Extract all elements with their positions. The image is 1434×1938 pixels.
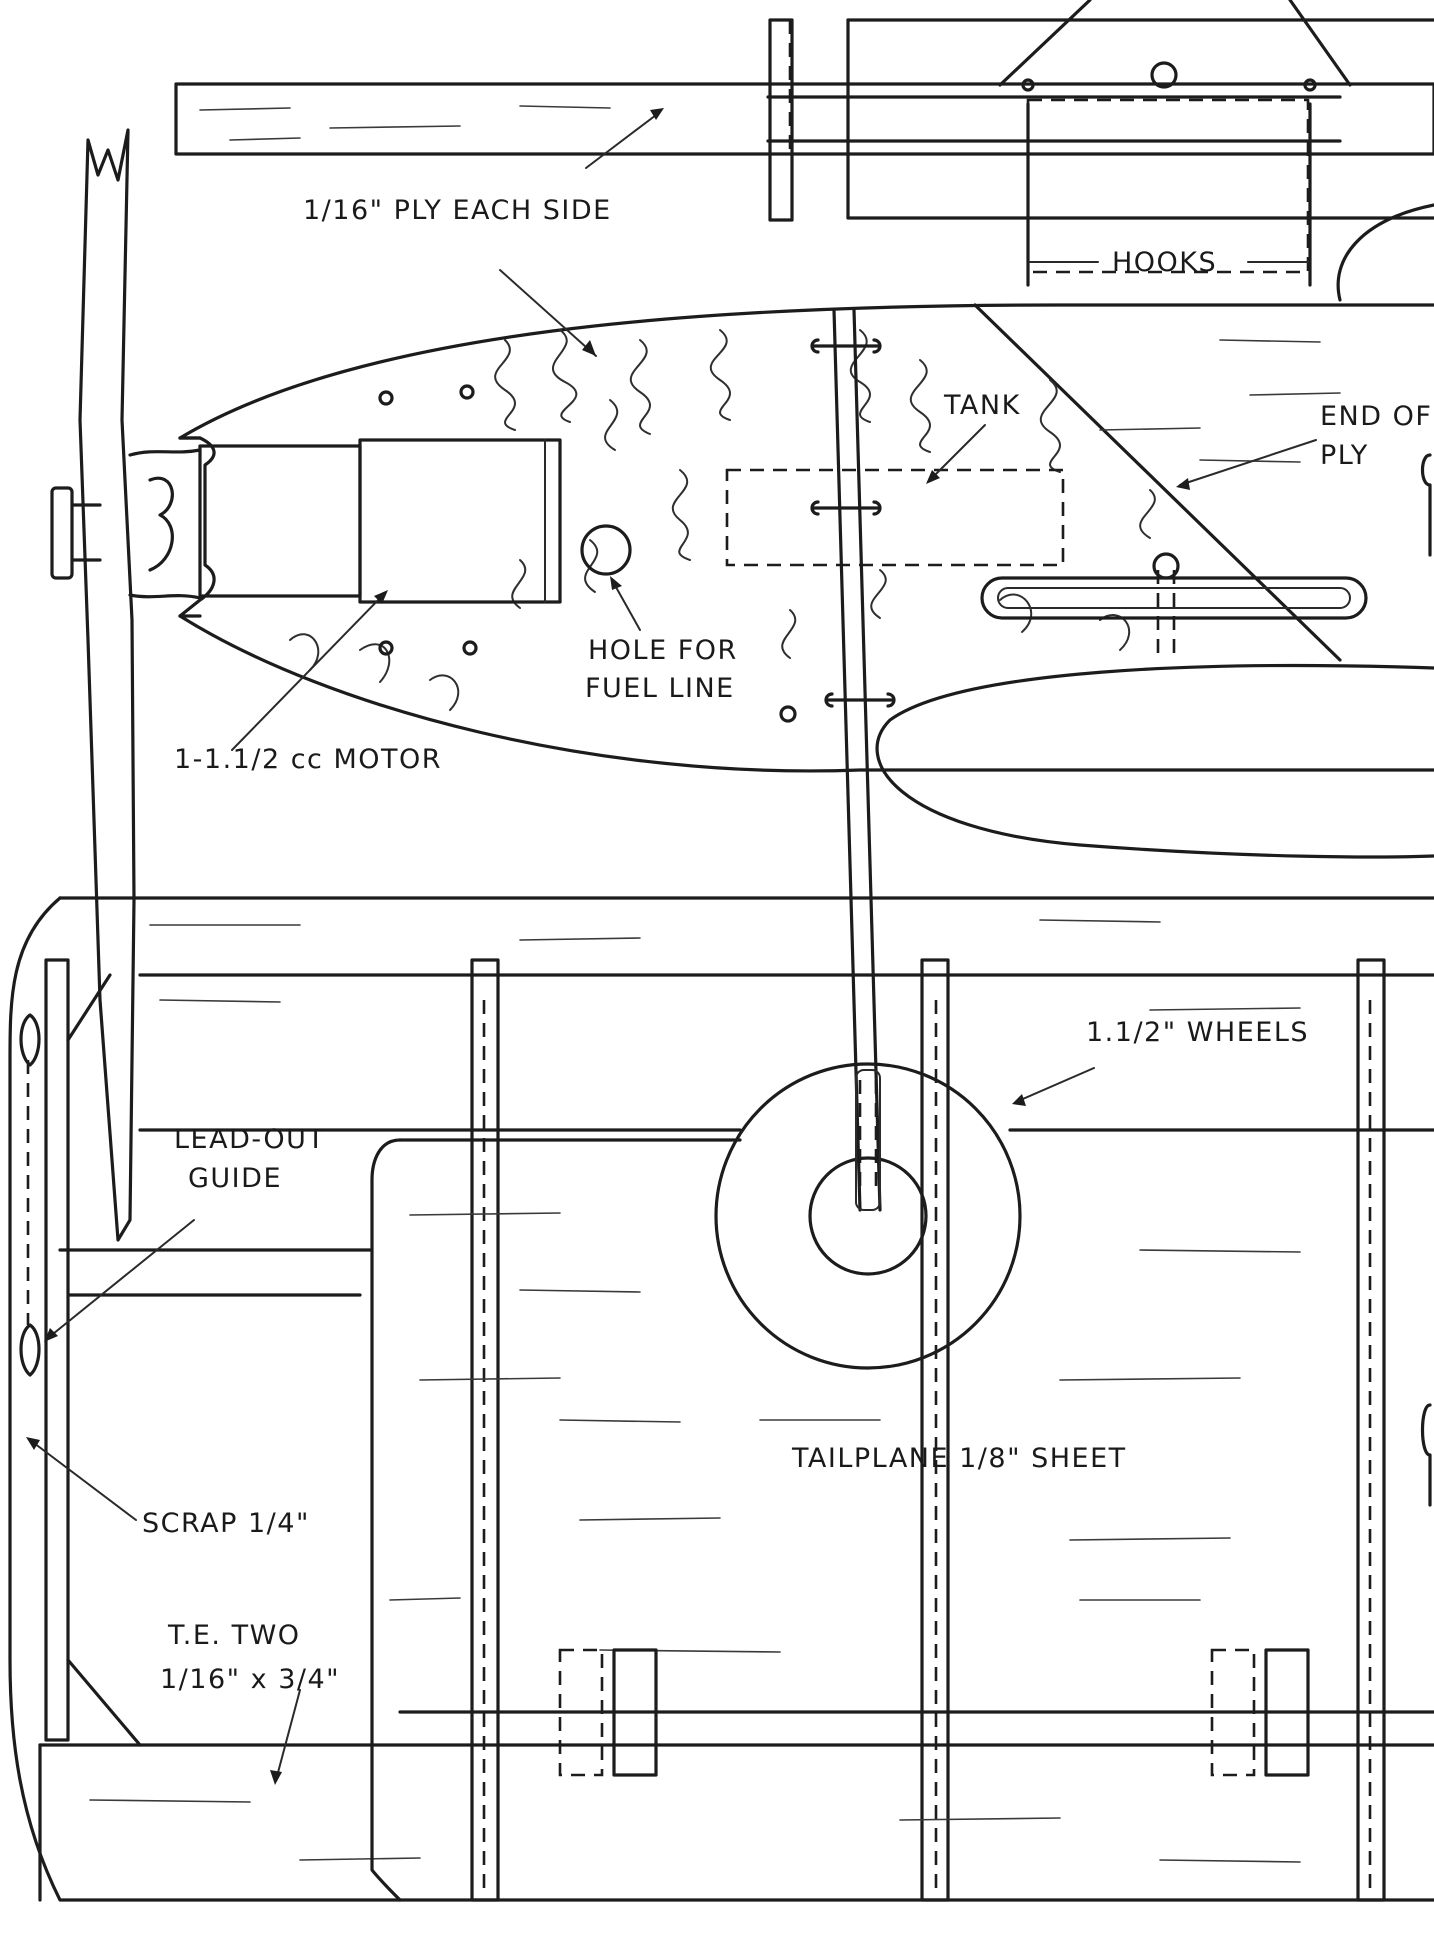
hole-for-fuel-line-label-line1: HOLE FOR	[588, 635, 738, 666]
clip-icon	[1420, 453, 1432, 557]
bolt-hole-icon	[779, 705, 797, 723]
tank-label: TANK	[943, 390, 1021, 421]
bellcrank-slot	[980, 552, 1368, 660]
bolt-hole-icon	[378, 640, 394, 656]
prop-nut-icon	[50, 486, 74, 580]
leader-lines	[26, 108, 1317, 1785]
bolt-hole-icon	[459, 384, 475, 400]
hooks-label: HOOKS	[1112, 247, 1217, 278]
motor-mount	[128, 436, 562, 618]
fuel-line-hole	[580, 524, 632, 576]
end-of-ply-label-line2: PLY	[1320, 440, 1369, 471]
bolt-hole-icon	[462, 640, 478, 656]
lead-out-guide-icon	[19, 1013, 41, 1067]
tailplane-label: TAILPLANE 1/8" SHEET	[791, 1443, 1127, 1474]
wing-plan	[8, 896, 1434, 1902]
motor-label: 1-1.1/2 cc MOTOR	[174, 744, 442, 775]
spar-post	[768, 18, 794, 222]
fuselage-ply-side	[178, 303, 1434, 773]
wheel	[714, 1062, 1022, 1370]
scrap-label: SCRAP 1/4"	[142, 1508, 310, 1539]
tailplane-sheet	[370, 1138, 1434, 1902]
fuel-tank	[725, 468, 1065, 567]
lead-out-guide-label-line2: GUIDE	[188, 1163, 282, 1194]
hook-eye-icon	[1150, 61, 1178, 89]
end-of-ply-label-line1: END OF	[1320, 401, 1432, 432]
wheels-label: 1.1/2" WHEELS	[1086, 1017, 1309, 1048]
bolt-hole-icon	[378, 390, 394, 406]
top-spar	[174, 82, 1434, 156]
lead-out-guide-icon	[19, 1323, 41, 1377]
top-box	[846, 0, 1434, 287]
canopy-curve	[1336, 203, 1434, 302]
te-label-line2: 1/16" x 3/4"	[160, 1664, 340, 1695]
clip-icon	[1420, 1403, 1432, 1507]
ply-each-side-label: 1/16" PLY EACH SIDE	[303, 195, 612, 226]
bolt-holes	[378, 384, 797, 723]
wing-section	[875, 663, 1434, 859]
lead-out-guide-label-line1: LEAD-OUT	[174, 1124, 325, 1155]
propeller	[50, 128, 136, 1242]
undercarriage-leg	[810, 308, 896, 1212]
te-label-line1: T.E. TWO	[167, 1620, 301, 1651]
hole-for-fuel-line-label-line2: FUEL LINE	[585, 673, 735, 704]
